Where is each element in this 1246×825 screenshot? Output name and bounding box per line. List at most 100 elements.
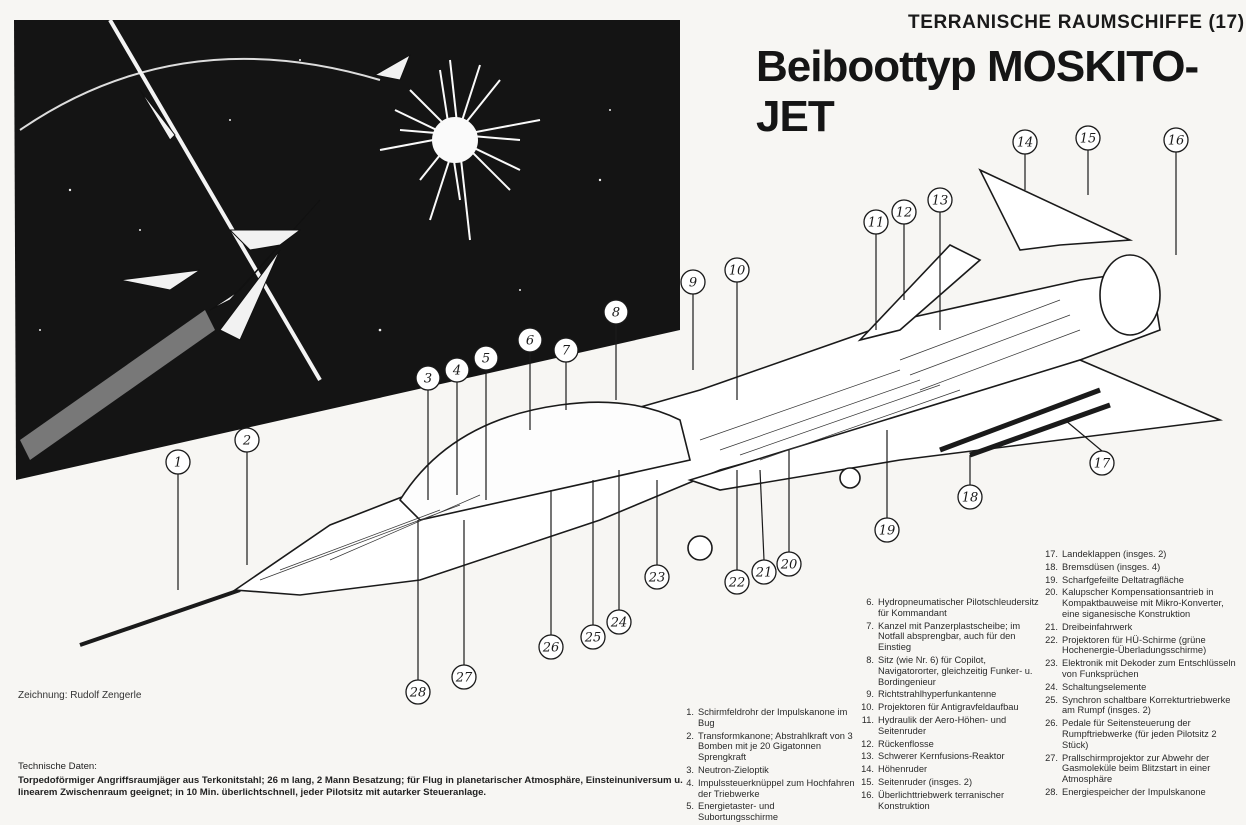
legend-text: Dreibeinfahrwerk xyxy=(1062,621,1133,632)
legend-number: 26. xyxy=(1045,718,1058,729)
callout-number: 23 xyxy=(648,571,666,586)
callout-circle xyxy=(538,634,564,660)
callout-9: 9 xyxy=(680,269,706,370)
legend-text: Impulssteuerknüppel zum Hochfahren der T… xyxy=(698,777,855,799)
legend-item: 11.Hydraulik der Aero-Höhen- und Seitenr… xyxy=(856,715,1046,737)
legend-item: 10.Projektoren für Antigravfeldaufbau xyxy=(856,702,1046,713)
callout-18: 18 xyxy=(957,455,983,510)
technical-data-heading: Technische Daten: xyxy=(18,761,97,772)
callout-3: 3 xyxy=(415,365,441,500)
legend-number: 21. xyxy=(1045,621,1058,632)
legend-item: 25.Synchron schaltbare Korrekturtriebwer… xyxy=(1040,695,1240,717)
legend-text: Scharfgefeilte Deltatragfläche xyxy=(1062,574,1184,585)
callout-number: 9 xyxy=(689,276,697,291)
space-battle-illustration xyxy=(14,18,680,480)
legend-item: 3.Neutron-Zieloptik xyxy=(676,765,856,776)
callout-25: 25 xyxy=(580,480,606,650)
legend-item: 7.Kanzel mit Panzerplastscheibe; im Notf… xyxy=(856,621,1046,653)
callout-number: 7 xyxy=(562,344,571,359)
legend-item: 8.Sitz (wie Nr. 6) für Copilot, Navigato… xyxy=(856,655,1046,687)
callout-number: 28 xyxy=(409,686,427,701)
callout-number: 5 xyxy=(482,352,490,367)
legend-number: 13. xyxy=(861,751,874,762)
callout-21: 21 xyxy=(751,469,777,585)
callout-number: 10 xyxy=(729,264,746,279)
legend-item: 22.Projektoren für HÜ-Schirme (grüne Hoc… xyxy=(1040,635,1240,657)
impulse-cannon-barrel xyxy=(79,588,241,647)
callout-23: 23 xyxy=(644,480,670,590)
space-background xyxy=(14,20,680,480)
illustrator-credit: Zeichnung: Rudolf Zengerle xyxy=(18,690,142,701)
dorsal-fin xyxy=(857,244,982,342)
series-title: TERRANISCHE RAUMSCHIFFE (17) xyxy=(908,12,1245,33)
callout-circle xyxy=(1089,450,1115,476)
legend-text: Hydropneumatischer Pilotschleudersitz fü… xyxy=(878,597,1039,618)
callout-6: 6 xyxy=(517,327,543,430)
callout-22: 22 xyxy=(724,470,750,595)
legend-item: 19.Scharfgefeilte Deltatragfläche xyxy=(1040,575,1240,586)
legend-number: 1. xyxy=(686,707,694,717)
legend-item: 23.Elektronik mit Dekoder zum Entschlüss… xyxy=(1040,658,1240,680)
callout-number: 18 xyxy=(962,491,979,506)
legend-number: 11. xyxy=(861,714,874,725)
callout-number: 4 xyxy=(452,364,461,379)
legend-text: Elektronik mit Dekoder zum Entschlüsseln… xyxy=(1062,658,1236,679)
callout-number: 6 xyxy=(526,334,534,349)
callout-7: 7 xyxy=(553,337,579,410)
callout-circle xyxy=(724,257,750,283)
callout-leader-line xyxy=(759,469,765,561)
callout-number: 17 xyxy=(1094,457,1111,472)
legend-number: 18. xyxy=(1045,561,1058,572)
callout-15: 15 xyxy=(1075,125,1101,195)
legend-item: 13. Schwerer Kernfusions-Reaktor xyxy=(856,751,1046,762)
legend-text: Schirmfeldrohr der Impulskanone im Bug xyxy=(698,707,848,728)
callout-24: 24 xyxy=(606,470,632,635)
ship-hull xyxy=(79,168,1224,647)
legend-text: Schwerer Kernfusions-Reaktor xyxy=(878,751,1005,762)
legend-item: 18.Bremsdüsen (insges. 4) xyxy=(1040,562,1240,573)
callout-circle xyxy=(957,484,983,510)
callout-number: 21 xyxy=(755,566,773,581)
callout-number: 2 xyxy=(242,434,251,449)
legend-text: Synchron schaltbare Korrekturtriebwerke … xyxy=(1062,694,1231,716)
callout-circle xyxy=(444,357,470,383)
legend-number: 24. xyxy=(1045,681,1058,692)
legend-item: 4.Impulssteuerknüppel zum Hochfahren der… xyxy=(676,778,856,800)
enemy-ship xyxy=(139,53,411,141)
callout-circle xyxy=(580,624,606,650)
callout-circle xyxy=(603,299,629,325)
legend-item: 2.Transformkanone; Abstrahlkraft von 3 B… xyxy=(676,731,856,763)
callout-circle xyxy=(1163,127,1189,153)
callout-circle xyxy=(553,337,579,363)
callout-leader-line xyxy=(1064,419,1103,452)
legend-text: Energietaster- und Subortungsschirme xyxy=(698,801,779,823)
callout-8: 8 xyxy=(603,299,629,400)
legend-number: 9. xyxy=(866,689,874,700)
callout-circle xyxy=(776,551,802,577)
legend-column-3: 17.Landeklappen (insges. 2)18.Bremsdüsen… xyxy=(1040,549,1240,800)
callout-circle xyxy=(405,679,431,705)
legend-number: 16. xyxy=(861,789,874,800)
legend-item: 26.Pedale für Seitensteuerung der Rumpft… xyxy=(1040,718,1240,750)
callout-circle xyxy=(724,569,750,595)
callout-number: 13 xyxy=(932,194,949,209)
legend-number: 8. xyxy=(866,654,874,665)
legend-text: Projektoren für HÜ-Schirme (grüne Hochen… xyxy=(1062,634,1207,656)
legend-text: Prallschirmprojektor zur Abwehr der Gasm… xyxy=(1062,752,1211,785)
jet-exhaust xyxy=(20,310,215,460)
legend-text: Höhenruder xyxy=(878,764,928,775)
legend-text: Transformkanone; Abstrahlkraft von 3 Bom… xyxy=(698,730,853,763)
legend-item: 16.Überlichttriebwerk terranischer Konst… xyxy=(856,790,1046,812)
legend-text: Energiespeicher der Impulskanone xyxy=(1062,786,1206,797)
legend-item: 9.Richtstrahlhyperfunkantenne xyxy=(856,689,1046,700)
callout-number: 11 xyxy=(868,216,885,231)
callout-14: 14 xyxy=(1012,129,1038,190)
legend-item: 1. Schirmfeldrohr der Impulskanone im Bug xyxy=(676,707,856,729)
legend-text: Projektoren für Antigravfeldaufbau xyxy=(878,702,1019,713)
callout-number: 15 xyxy=(1080,132,1097,147)
legend-item: 12.Rückenflosse xyxy=(856,739,1046,750)
legend-number: 17. xyxy=(1045,549,1058,559)
callout-circle xyxy=(1075,125,1101,151)
callout-number: 19 xyxy=(879,524,896,539)
